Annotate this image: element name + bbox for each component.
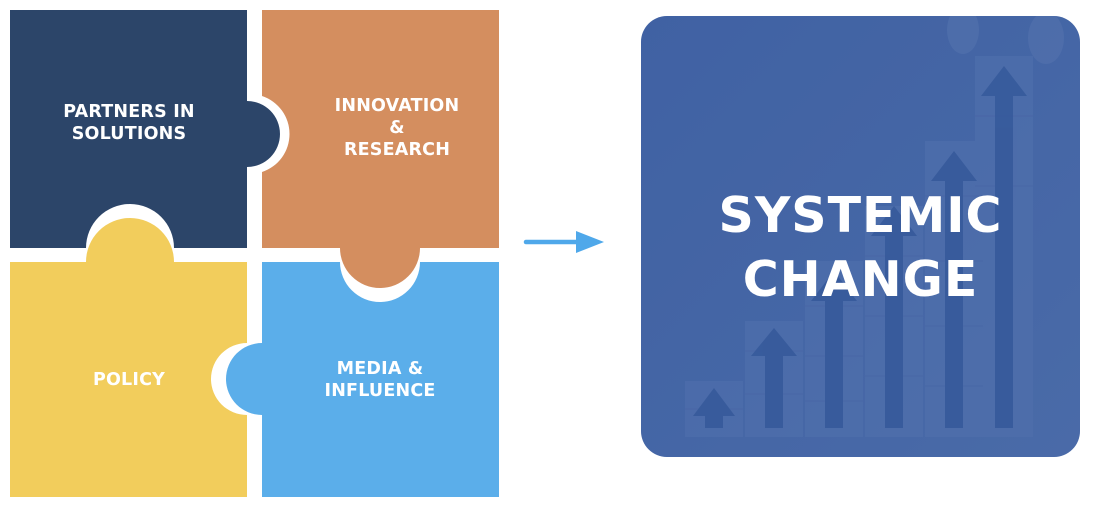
- puzzle-label-innovation: INNOVATION & RESEARCH: [334, 96, 460, 160]
- puzzle-piece-partners: [10, 10, 280, 248]
- puzzle-diagram: PARTNERS IN SOLUTIONS INNOVATION & RESEA…: [0, 0, 520, 508]
- arrow-right-icon: [523, 231, 604, 253]
- puzzle-piece-media: [226, 262, 499, 497]
- puzzle-piece-policy: [10, 218, 247, 497]
- systemic-change-card: SYSTEMIC CHANGE: [641, 16, 1080, 457]
- puzzle-label-media: MEDIA & INFLUENCE: [324, 359, 436, 401]
- puzzle-label-policy: POLICY: [92, 370, 166, 390]
- systemic-change-title: SYSTEMIC CHANGE: [718, 187, 1003, 308]
- growth-blocks-image: [641, 16, 1080, 457]
- puzzle-piece-innovation: [262, 10, 499, 288]
- puzzle-label-partners: PARTNERS IN SOLUTIONS: [63, 102, 195, 144]
- puzzle-graphic: [10, 10, 499, 497]
